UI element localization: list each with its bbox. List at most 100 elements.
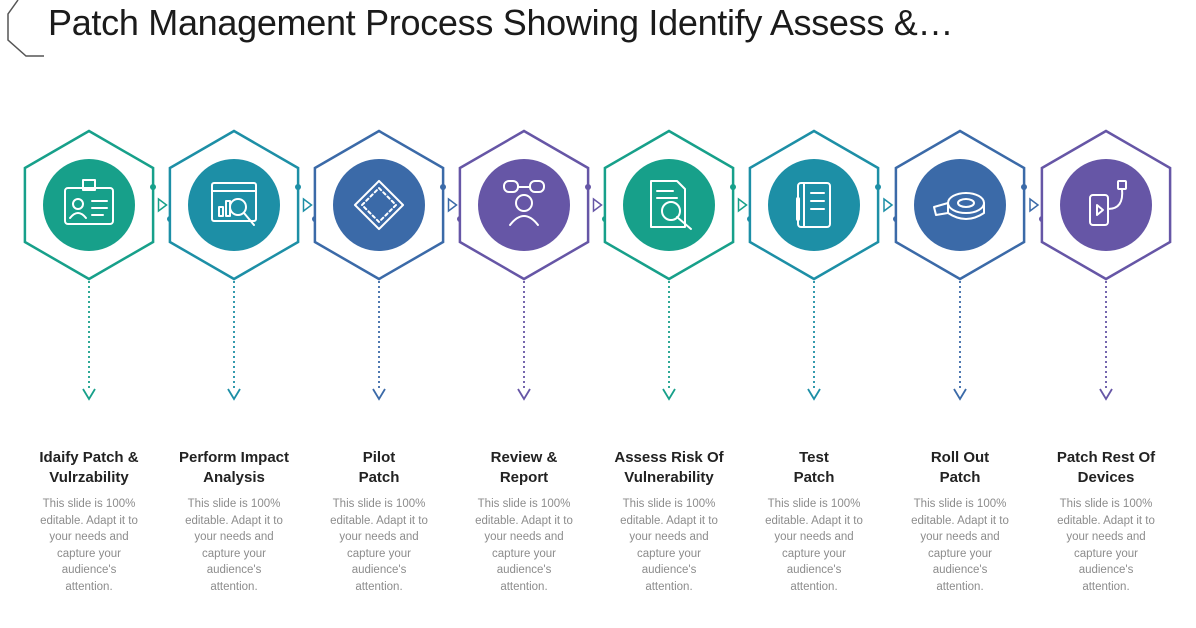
step-description-line: attention. xyxy=(645,580,693,593)
step-description-line: your needs and xyxy=(339,531,419,543)
step-title-line2: Patch xyxy=(939,469,981,486)
step-description-line: attention. xyxy=(790,580,838,593)
step-title-line1: Test xyxy=(799,449,829,466)
title-bracket xyxy=(7,0,44,57)
step-title-line1: Review & xyxy=(490,449,558,466)
step-description-line: attention. xyxy=(355,580,403,593)
step-title-line1: Perform Impact xyxy=(178,449,290,466)
step-description-line: editable. Adapt it to xyxy=(185,514,283,527)
process-step-4 xyxy=(458,129,608,401)
step-description-line: audience's xyxy=(1078,564,1134,576)
right-arrow-icon xyxy=(883,197,894,213)
step-circle xyxy=(188,159,280,251)
process-step-3 xyxy=(313,129,463,401)
step-description-line: attention. xyxy=(210,580,258,593)
step-title-line1: Assess Risk Of xyxy=(614,449,724,466)
step-description-line: capture your xyxy=(637,547,701,560)
step-description-line: editable. Adapt it to xyxy=(1057,514,1155,527)
connector-dot xyxy=(1021,184,1027,190)
step-description-line: your needs and xyxy=(484,531,564,543)
step-description-line: editable. Adapt it to xyxy=(475,514,573,527)
step-description-line: editable. Adapt it to xyxy=(765,514,863,527)
process-step-2 xyxy=(168,129,318,401)
analytics-screen-icon xyxy=(211,182,257,226)
step-description-line: audience's xyxy=(351,564,407,576)
step-description-line: capture your xyxy=(782,547,846,560)
connector-dot xyxy=(585,184,591,190)
step-description-line: This slide is 100% xyxy=(1059,498,1153,510)
down-arrow-icon xyxy=(1099,388,1113,401)
step-description: This slide is 100% editable. Adapt it to y… xyxy=(459,496,589,595)
step-description-line: capture your xyxy=(1074,547,1138,560)
step-description-line: your needs and xyxy=(49,531,129,543)
down-arrow-icon xyxy=(517,388,531,401)
slide-title: Patch Management Process Showing Identif… xyxy=(48,2,954,43)
step-title: Idaify Patch &Vulrzability xyxy=(24,448,154,490)
connector-dot xyxy=(875,184,881,190)
step-title-line2: Analysis xyxy=(203,469,265,486)
step-description-line: your needs and xyxy=(629,531,709,543)
step-description-line: capture your xyxy=(492,547,556,560)
process-step-8 xyxy=(1040,129,1172,401)
step-description-line: This slide is 100% xyxy=(622,498,716,510)
step-description-line: capture your xyxy=(202,547,266,560)
step-description-line: your needs and xyxy=(1066,531,1146,543)
step-description-line: attention. xyxy=(1082,580,1130,593)
down-arrow-icon xyxy=(953,388,967,401)
connector-dot xyxy=(440,184,446,190)
step-title-line2: Patch xyxy=(358,469,400,486)
step-title-line1: Idaify Patch & xyxy=(39,449,139,466)
step-description-line: capture your xyxy=(928,547,992,560)
step-description-line: This slide is 100% xyxy=(477,498,571,510)
step-description-line: This slide is 100% xyxy=(332,498,426,510)
document-search-icon xyxy=(650,180,692,230)
step-description-line: This slide is 100% xyxy=(767,498,861,510)
right-arrow-icon xyxy=(737,197,748,213)
step-circle xyxy=(43,159,135,251)
step-title-line1: Roll Out xyxy=(930,449,990,466)
process-step-1 xyxy=(23,129,173,401)
step-title: Patch Rest Of Devices xyxy=(1041,448,1171,490)
right-arrow-icon xyxy=(1029,197,1040,213)
step-circle xyxy=(1060,159,1152,251)
step-description-line: audience's xyxy=(61,564,117,576)
step-description-line: your needs and xyxy=(920,531,1000,543)
step-description-line: editable. Adapt it to xyxy=(911,514,1009,527)
step-title-line2: Devices xyxy=(1077,469,1135,486)
step-description-line: your needs and xyxy=(194,531,274,543)
down-arrow-icon xyxy=(372,388,386,401)
chip-icon xyxy=(353,179,405,231)
step-description-line: audience's xyxy=(496,564,552,576)
down-arrow-icon xyxy=(227,388,241,401)
step-circle xyxy=(623,159,715,251)
step-title-line1: Patch Rest Of xyxy=(1056,449,1156,466)
step-description-line: capture your xyxy=(347,547,411,560)
step-circle xyxy=(333,159,425,251)
right-arrow-icon xyxy=(592,197,603,213)
process-step-7 xyxy=(894,129,1045,401)
mobile-device-icon xyxy=(1089,180,1127,226)
step-description: This slide is 100% editable. Adapt it to y… xyxy=(1041,496,1171,595)
process-step-6 xyxy=(748,129,899,401)
right-arrow-icon xyxy=(157,197,168,213)
step-description-line: audience's xyxy=(932,564,988,576)
id-card-icon xyxy=(64,179,114,225)
right-arrow-icon xyxy=(447,197,458,213)
step-title: Review &Report xyxy=(459,448,589,490)
connector-dot xyxy=(150,184,156,190)
